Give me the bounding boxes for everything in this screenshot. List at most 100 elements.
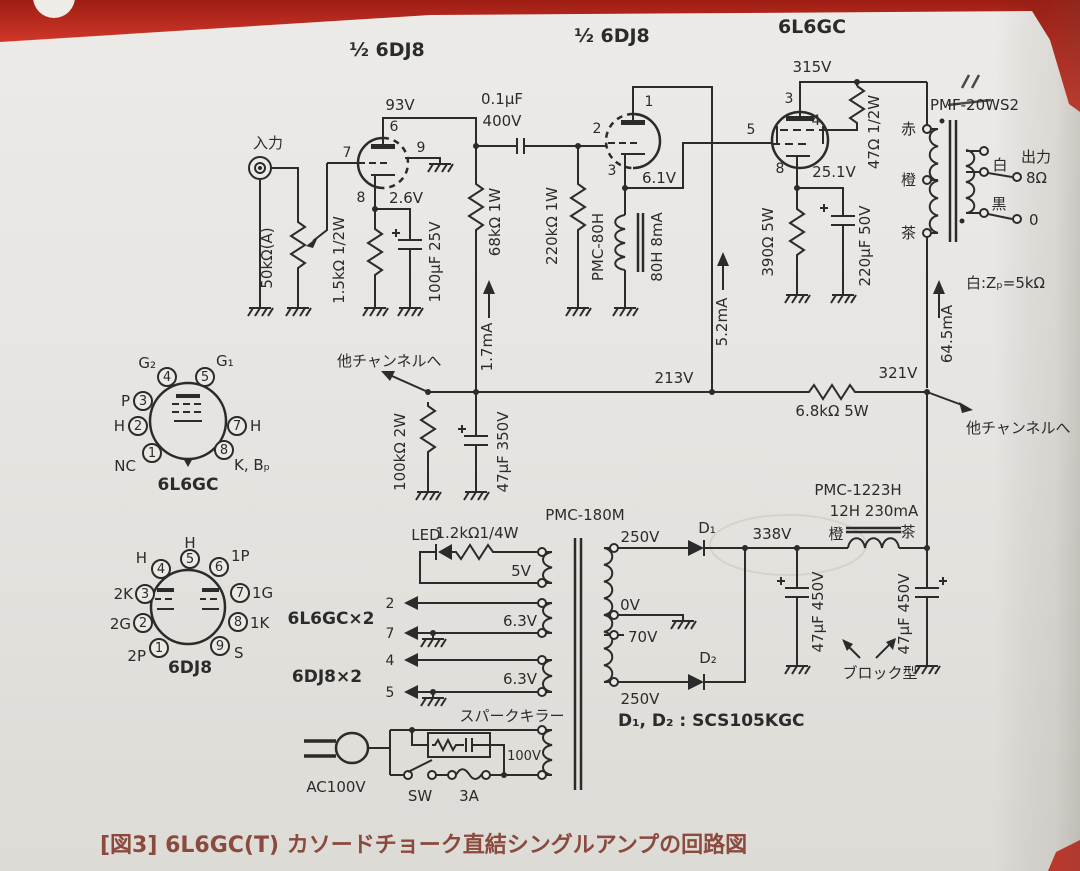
s2-2p: 2P bbox=[127, 647, 146, 665]
b-current: 64.5mA bbox=[938, 304, 956, 363]
heater-pin2: 2 bbox=[386, 596, 395, 612]
power-transformer-model: PMC-180M bbox=[545, 506, 624, 524]
decoupling-resistor: 100kΩ 2W bbox=[391, 413, 409, 491]
s2-name: 6DJ8 bbox=[168, 658, 212, 678]
tube1-plate-coupling bbox=[382, 117, 607, 392]
s2-1g: 1G bbox=[252, 584, 273, 602]
other-channel-left: 他チャンネルへ bbox=[337, 352, 442, 370]
s2-2k: 2K bbox=[114, 585, 135, 603]
ps-choke-spec: 12H 230mA bbox=[830, 502, 919, 520]
winding-100v: 100V bbox=[507, 749, 541, 764]
led-label: LED bbox=[411, 526, 440, 544]
spark-killer-label: スパークキラー bbox=[459, 707, 564, 725]
led-resistor: 1.2kΩ1/4W bbox=[436, 524, 519, 542]
tube3-pin-cathode: 8 bbox=[776, 161, 785, 177]
filter-cap-2: 47μF 450V bbox=[895, 573, 913, 655]
s1-pin1: 1 bbox=[148, 446, 156, 461]
hv-250-top: 250V bbox=[621, 528, 661, 546]
tube3-cathode-cap: 220μF 50V bbox=[856, 205, 874, 287]
s1-nc: NC bbox=[114, 457, 136, 475]
opt-model: PMF-20WS2 bbox=[930, 96, 1019, 114]
socket-6l6gc: 4 5 3 2 7 1 8 bbox=[128, 367, 247, 467]
s1-kbp: K, Bₚ bbox=[234, 456, 270, 474]
tube1-pin-grid: 7 bbox=[343, 145, 352, 161]
tube1-6dj8-half bbox=[327, 136, 454, 209]
cathode-choke-model: PMC-80H bbox=[589, 213, 607, 281]
s2-h-left: H bbox=[136, 549, 147, 567]
opt-0: 0 bbox=[1029, 211, 1039, 229]
tube3-pin-screen: 4 bbox=[812, 113, 821, 129]
ac-primary-circuit bbox=[304, 727, 538, 780]
s1-h-right: H bbox=[250, 417, 261, 435]
diode-d1: D₁ bbox=[698, 519, 716, 537]
tube1-plate-voltage: 93V bbox=[385, 96, 415, 114]
socket-6dj8: 5 4 6 3 7 2 8 1 9 bbox=[133, 549, 250, 658]
switch-label: SW bbox=[408, 787, 433, 805]
page-curl-shadow bbox=[995, 0, 1080, 871]
plate-current-2: 5.2mA bbox=[713, 297, 731, 346]
tube1-pin-plate: 6 bbox=[390, 119, 399, 135]
volume-pot bbox=[285, 163, 328, 317]
tube3-cathode-network bbox=[784, 187, 857, 304]
figure-caption: [図3] 6L6GC(T) カソードチョーク直結シングルアンプの回路図 bbox=[100, 832, 747, 858]
heater-6dj8: 6DJ8×2 bbox=[292, 667, 362, 687]
volume-value: 50kΩ(A) bbox=[258, 227, 276, 288]
opt-output-label: 出力 bbox=[1021, 148, 1051, 166]
heater-pin4: 4 bbox=[386, 653, 395, 669]
s1-pin2: 2 bbox=[134, 419, 142, 434]
s1-g2: G₂ bbox=[138, 354, 156, 372]
s1-pin5: 5 bbox=[201, 370, 209, 385]
heater-pin5: 5 bbox=[386, 685, 395, 701]
tube1-cathode-cap: 100μF 25V bbox=[426, 221, 444, 303]
s1-name: 6L6GC bbox=[158, 475, 219, 495]
pilot-led-circuit bbox=[419, 543, 538, 584]
s2-pin3: 3 bbox=[141, 587, 149, 602]
hv-70v: 70V bbox=[628, 628, 658, 646]
s2-pin5: 5 bbox=[186, 552, 194, 567]
plate-current-1: 1.7mA bbox=[478, 322, 496, 371]
tube3-plate-voltage: 315V bbox=[793, 58, 833, 76]
tube1-pin-cathode: 8 bbox=[357, 190, 366, 206]
red-edge-circle-cutout bbox=[33, 0, 75, 18]
filter-cap-1: 47μF 450V bbox=[809, 571, 827, 653]
hv-250-bottom: 250V bbox=[621, 690, 661, 708]
opt-8ohm: 8Ω bbox=[1026, 169, 1047, 187]
tube2-title: ½ 6DJ8 bbox=[574, 25, 650, 47]
screen-resistor: 47Ω 1/2W bbox=[865, 95, 883, 169]
input-label: 入力 bbox=[253, 134, 283, 152]
tube2-pin-grid: 2 bbox=[593, 121, 602, 137]
tube2-pin-plate: 1 bbox=[645, 94, 654, 110]
opt-lead-red: 赤 bbox=[901, 120, 916, 138]
tube1-title: ½ 6DJ8 bbox=[349, 39, 425, 61]
s1-pin4: 4 bbox=[163, 370, 171, 385]
tube2-pin-cathode: 3 bbox=[608, 163, 617, 179]
other-channel-right: 他チャンネルへ bbox=[966, 419, 1071, 437]
s2-pin4: 4 bbox=[157, 562, 165, 577]
opt-lead-black: 黒 bbox=[991, 195, 1006, 213]
coupling-cap-voltage: 400V bbox=[483, 112, 523, 130]
opt-lead-white: 白 bbox=[992, 156, 1007, 174]
s2-1p: 1P bbox=[231, 547, 250, 565]
tube3-cathode-resistor: 390Ω 5W bbox=[759, 207, 777, 276]
s2-pin2: 2 bbox=[139, 616, 147, 631]
s2-h-top: H bbox=[184, 534, 195, 552]
s1-p: P bbox=[121, 392, 130, 410]
power-transformer bbox=[537, 538, 619, 790]
s2-s: S bbox=[234, 644, 244, 662]
opt-impedance-note: 白:Zₚ=5kΩ bbox=[966, 274, 1045, 292]
hv-rectifier-filter bbox=[618, 392, 947, 690]
tube3-title: 6L6GC bbox=[778, 16, 846, 38]
hv-0v: 0V bbox=[620, 596, 641, 614]
s2-pin6: 6 bbox=[215, 560, 223, 575]
tube2-cathode-voltage: 6.1V bbox=[642, 169, 677, 187]
s2-pin8: 8 bbox=[234, 615, 242, 630]
heater-wiring bbox=[404, 596, 538, 707]
tube2-6dj8-half bbox=[604, 86, 772, 392]
grid-leak-resistor: 220kΩ 1W bbox=[543, 187, 561, 265]
ps-choke-out: 茶 bbox=[900, 523, 915, 541]
tube3-cathode-voltage: 25.1V bbox=[812, 163, 856, 181]
s1-h-left: H bbox=[114, 417, 125, 435]
winding-63b: 6.3V bbox=[503, 670, 538, 688]
